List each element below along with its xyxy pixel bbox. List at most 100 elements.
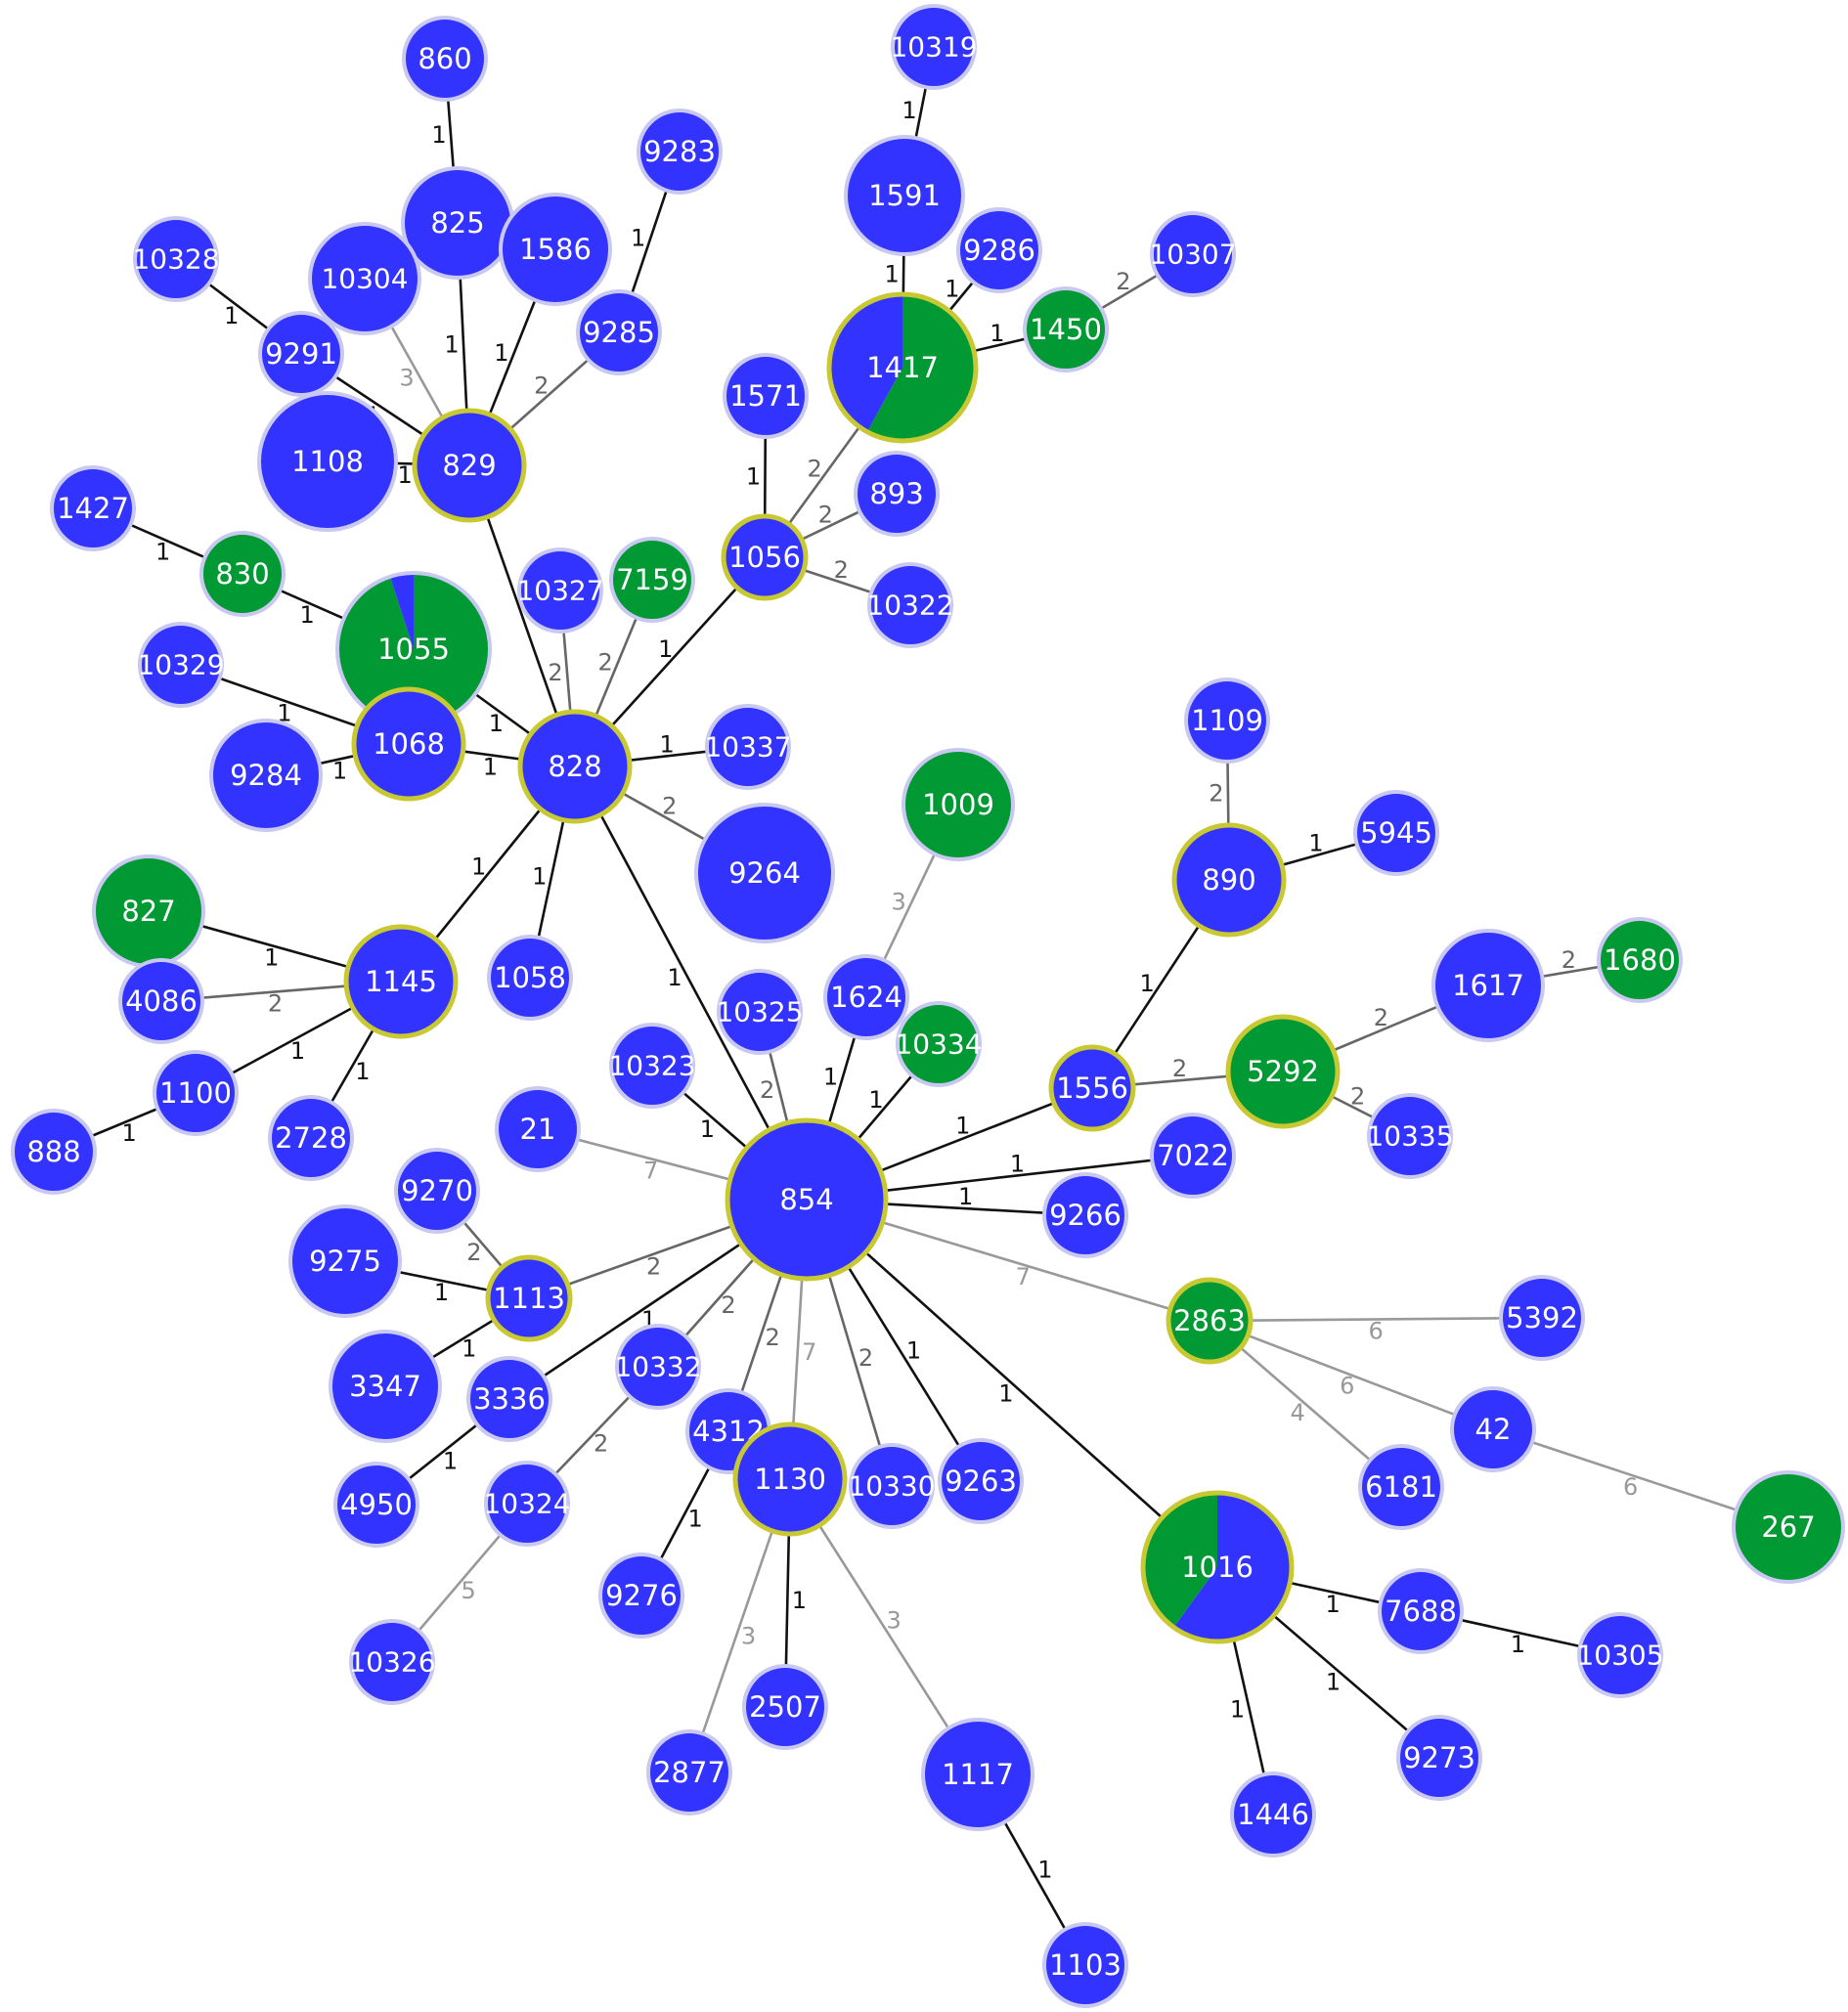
node-1109[interactable]: 1109	[1184, 678, 1270, 764]
node-label: 9263	[945, 1465, 1017, 1498]
node-9275[interactable]: 9275	[288, 1204, 402, 1318]
node-10330[interactable]: 10330	[848, 1443, 936, 1529]
node-highlight-ring	[1048, 1044, 1136, 1132]
node-3336[interactable]: 3336	[466, 1356, 552, 1442]
node-1009[interactable]: 1009	[902, 748, 1015, 861]
node-9286[interactable]: 9286	[956, 207, 1042, 293]
node-893[interactable]: 893	[854, 451, 940, 537]
node-828[interactable]: 828	[517, 709, 633, 824]
node-outline	[1150, 1113, 1236, 1199]
node-label: 1450	[1030, 313, 1102, 346]
node-1446[interactable]: 1446	[1230, 1771, 1316, 1858]
node-fill	[486, 1463, 568, 1545]
node-5945[interactable]: 5945	[1353, 790, 1439, 876]
node-42[interactable]: 42	[1450, 1386, 1536, 1472]
edge-label: 2	[646, 1252, 661, 1280]
node-1624[interactable]: 1624	[823, 954, 909, 1040]
node-9283[interactable]: 9283	[637, 109, 723, 195]
node-3347[interactable]: 3347	[329, 1330, 442, 1443]
node-9273[interactable]: 9273	[1396, 1715, 1482, 1801]
node-10335[interactable]: 10335	[1366, 1093, 1454, 1179]
node-1056[interactable]: 1056	[721, 513, 809, 601]
node-fill	[903, 750, 1013, 859]
node-10337[interactable]: 10337	[704, 704, 792, 790]
node-2877[interactable]: 2877	[646, 1729, 732, 1815]
node-9263[interactable]: 9263	[938, 1438, 1024, 1524]
edge-label: 2	[1350, 1082, 1365, 1110]
node-9285[interactable]: 9285	[576, 289, 662, 375]
node-827[interactable]: 827	[92, 854, 205, 968]
node-2863[interactable]: 2863	[1166, 1277, 1254, 1365]
node-1113[interactable]: 1113	[485, 1254, 573, 1342]
node-10327[interactable]: 10327	[516, 547, 604, 634]
node-1058[interactable]: 1058	[487, 935, 573, 1021]
edge-label: 2	[268, 990, 283, 1018]
node-267[interactable]: 267	[1732, 1470, 1845, 1584]
node-1103[interactable]: 1103	[1042, 1922, 1128, 2008]
node-fill	[94, 856, 203, 966]
node-10304[interactable]: 10304	[308, 222, 421, 335]
node-4950[interactable]: 4950	[333, 1462, 419, 1548]
node-9264[interactable]: 9264	[694, 803, 835, 943]
node-1145[interactable]: 1145	[343, 924, 459, 1039]
node-825[interactable]: 825	[401, 166, 514, 280]
node-829[interactable]: 829	[412, 408, 527, 523]
node-10326[interactable]: 10326	[348, 1619, 436, 1705]
node-7688[interactable]: 7688	[1378, 1568, 1464, 1654]
node-2728[interactable]: 2728	[268, 1095, 354, 1181]
node-21[interactable]: 21	[495, 1086, 581, 1172]
node-5292[interactable]: 5292	[1225, 1014, 1341, 1129]
node-10325[interactable]: 10325	[716, 969, 804, 1055]
node-highlight-ring	[732, 1422, 848, 1537]
node-1108[interactable]: 1108	[257, 391, 398, 532]
node-10329[interactable]: 10329	[137, 622, 225, 708]
node-4086[interactable]: 4086	[118, 958, 204, 1044]
node-10324[interactable]: 10324	[483, 1461, 571, 1547]
node-10319[interactable]: 10319	[890, 4, 978, 90]
node-830[interactable]: 830	[199, 531, 286, 617]
node-888[interactable]: 888	[11, 1109, 97, 1195]
node-9284[interactable]: 9284	[209, 719, 323, 832]
node-1571[interactable]: 1571	[723, 353, 809, 439]
node-10307[interactable]: 10307	[1149, 211, 1237, 297]
node-9266[interactable]: 9266	[1042, 1172, 1128, 1258]
node-10323[interactable]: 10323	[608, 1023, 696, 1109]
node-6181[interactable]: 6181	[1358, 1444, 1444, 1530]
node-1100[interactable]: 1100	[153, 1050, 239, 1136]
node-10305[interactable]: 10305	[1576, 1612, 1664, 1698]
node-1450[interactable]: 1450	[1023, 286, 1109, 372]
edge-label: 1	[224, 302, 239, 329]
node-9291[interactable]: 9291	[258, 311, 344, 397]
node-10332[interactable]: 10332	[614, 1324, 702, 1410]
node-7022[interactable]: 7022	[1150, 1113, 1236, 1199]
node-890[interactable]: 890	[1171, 822, 1287, 938]
node-10322[interactable]: 10322	[866, 562, 954, 648]
node-1417[interactable]: 1417	[826, 291, 979, 444]
node-1055[interactable]: 1055	[335, 571, 492, 727]
node-1427[interactable]: 1427	[50, 465, 136, 551]
node-1068[interactable]: 1068	[351, 686, 466, 802]
node-9270[interactable]: 9270	[394, 1148, 480, 1234]
node-1591[interactable]: 1591	[844, 135, 965, 256]
node-1617[interactable]: 1617	[1431, 929, 1545, 1042]
node-1586[interactable]: 1586	[499, 193, 612, 306]
node-7159[interactable]: 7159	[609, 537, 695, 623]
node-2507[interactable]: 2507	[742, 1664, 828, 1750]
node-860[interactable]: 860	[402, 16, 488, 102]
node-1556[interactable]: 1556	[1048, 1044, 1136, 1132]
node-5392[interactable]: 5392	[1499, 1275, 1585, 1361]
node-1130[interactable]: 1130	[732, 1422, 848, 1537]
node-10334[interactable]: 10334	[895, 1001, 983, 1087]
node-label: 10329	[137, 649, 224, 681]
edge-label: 1	[792, 1587, 807, 1614]
node-1680[interactable]: 1680	[1597, 917, 1683, 1003]
node-label: 3347	[349, 1370, 421, 1403]
node-854[interactable]: 854	[725, 1117, 889, 1282]
node-highlight-ring	[485, 1254, 573, 1342]
node-10328[interactable]: 10328	[132, 216, 220, 302]
node-1117[interactable]: 1117	[921, 1718, 1034, 1831]
node-1016[interactable]: 1016	[1140, 1490, 1295, 1644]
node-9276[interactable]: 9276	[598, 1553, 684, 1639]
node-fill	[519, 549, 601, 632]
node-outline	[717, 969, 803, 1055]
